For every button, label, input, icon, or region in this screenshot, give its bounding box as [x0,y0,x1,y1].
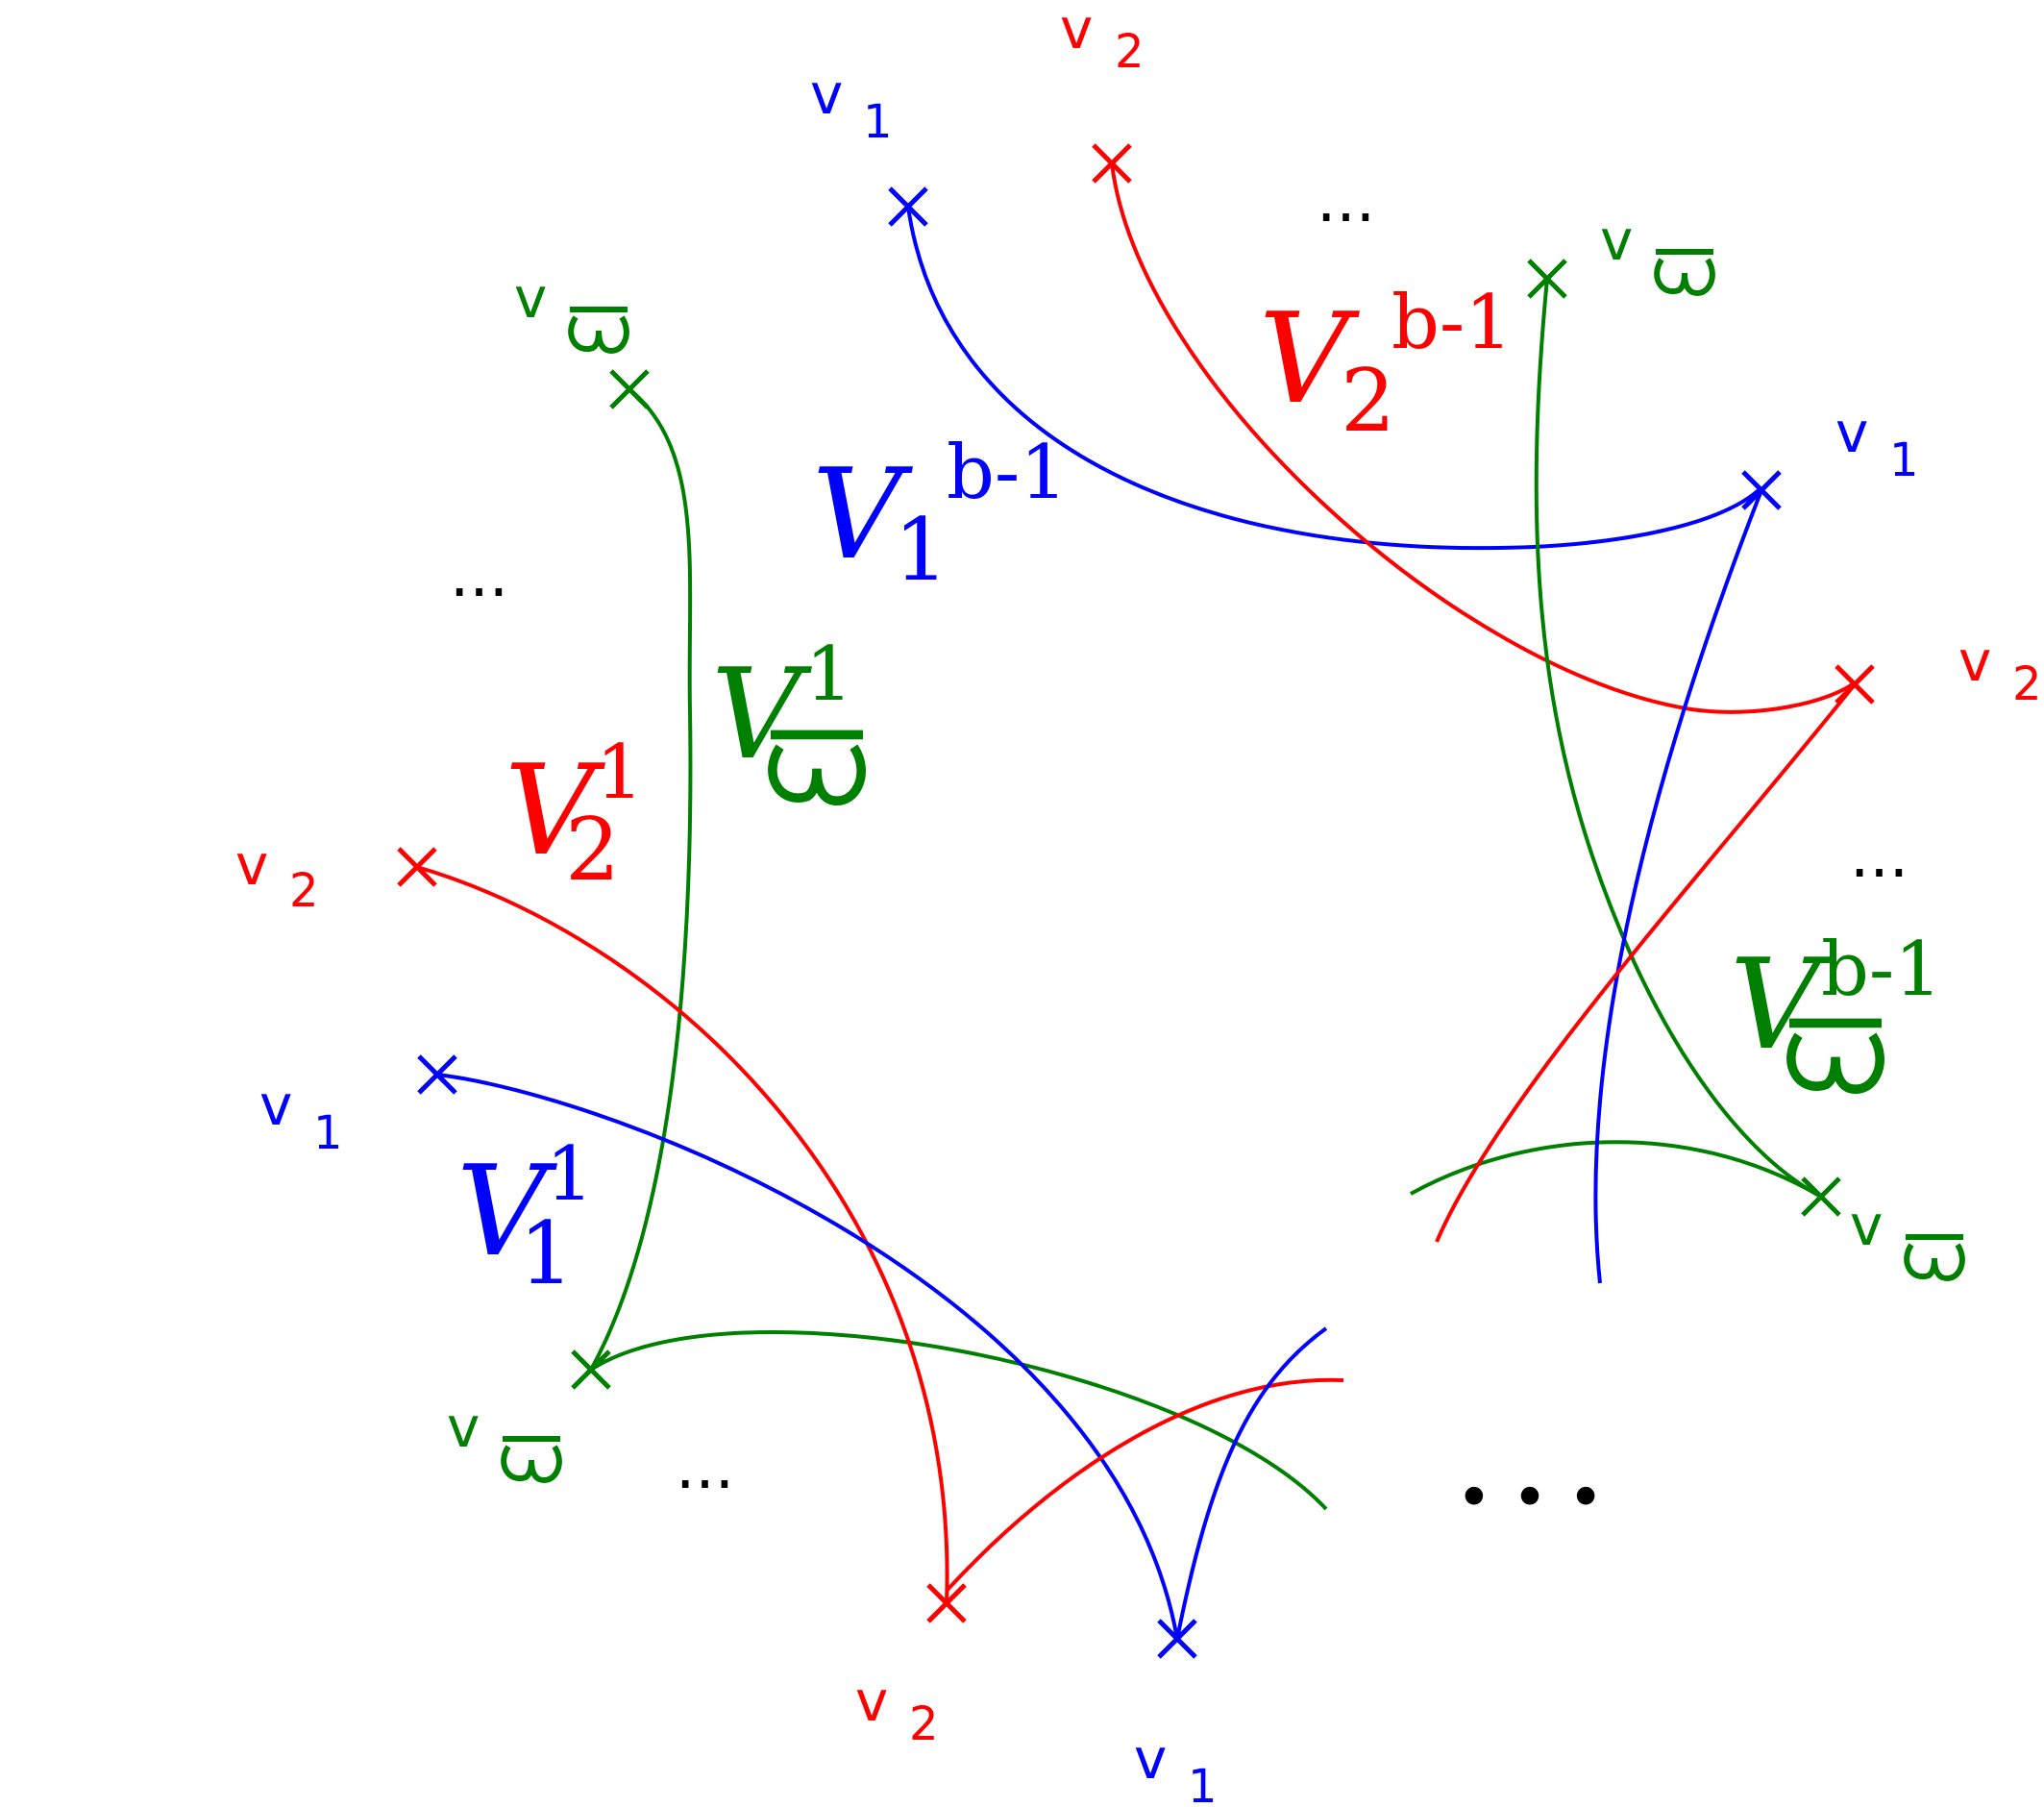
vertex-label-v1: v [810,62,843,127]
vertex-label-v-varpi: v [1600,208,1633,273]
ellipsis-top: ... [1317,165,1375,236]
curve-v1-bottom-arc [1175,1326,1328,1640]
curves-layer [416,162,1857,1640]
vertex-labels: v 2 v 1 v v 1 v 2 v v 1 v 2 v v 1 v 2 v [235,0,2042,1807]
vertex-label-v-varpi: v [514,265,547,331]
varpi-glyph-icon [570,309,628,351]
vertex-subscript: 1 [1188,1760,1218,1807]
curve-v2-b-1 [1110,162,1857,714]
curve-v1-b-1 [906,206,1761,551]
varpi-glyph-icon [503,1439,560,1480]
set-label-subscript: 2 [1341,351,1395,452]
ellipsis-right: ... [1850,821,1909,892]
curve-v2-right-diagonal [1435,682,1857,1243]
varpi-glyph-icon [1656,252,1713,293]
curve-varpi-bottom-arc [589,1330,1328,1511]
set-label-superscript: b-1 [1391,280,1513,366]
set-label-superscript: 1 [805,631,853,718]
curve-v1-right-vertical [1593,489,1763,1284]
vertex-subscript: 2 [289,864,319,918]
set-label-v1-b-1: V [812,441,913,587]
markers-layer [399,145,1873,1657]
vertex-label-v1: v [259,1073,292,1138]
vertex-label-v2: v [1958,629,1991,694]
vertex-subscript: 2 [2012,657,2042,711]
vertex-label-v2: v [855,1669,888,1734]
ellipsis-left: ... [450,540,508,611]
ellipsis-bottom-large: • • • [1456,1463,1604,1534]
set-label-subscript: 1 [894,500,948,601]
set-label-varpi-1: V [711,641,812,787]
cross-marker-icon [1159,1621,1195,1657]
curve-varpi-1 [589,387,693,1371]
vertex-subscript: 2 [909,1697,939,1751]
set-label-subscript: 2 [565,800,620,901]
vertex-subscript: 1 [863,95,893,149]
curve-varpi-right-arc [1410,1140,1823,1199]
cross-marker-icon [890,188,926,225]
ellipsis-layer: ... ... ... ... • • • [450,165,1909,1534]
cross-marker-icon [573,1351,609,1388]
set-label-superscript: b-1 [1821,927,1942,1013]
curve-v1-1 [436,1073,1179,1640]
set-label-superscript: 1 [546,1131,594,1218]
set-labels: V 1 b-1 V 2 b-1 V 1 V 2 1 V 1 1 V b-1 [456,280,1942,1304]
curve-varpi-b-1 [1534,278,1822,1199]
cross-marker-icon [399,849,435,885]
set-label-varpi-b-1: V [1730,931,1831,1077]
vertex-label-v2: v [1060,0,1093,62]
cross-marker-icon [1743,472,1780,508]
curve-v2-1 [416,865,949,1604]
vertex-subscript: 1 [1889,433,1919,487]
ellipsis-bottom-left: ... [676,1432,734,1503]
varpi-glyph-icon [1906,1237,1963,1278]
cross-marker-icon [1803,1178,1839,1215]
cross-marker-icon [1836,666,1873,703]
set-label-subscript: 1 [519,1203,574,1304]
vertex-subscript: 2 [1115,25,1145,79]
set-label-superscript: b-1 [947,430,1068,516]
set-label-v1-1: V [456,1138,557,1284]
curve-v2-bottom-arc [945,1377,1344,1593]
set-label-v2-b-1: V [1259,285,1360,432]
vertex-label-v2: v [235,832,268,898]
vertex-label-v-varpi: v [1850,1193,1883,1258]
vertex-label-v1: v [1134,1726,1167,1792]
vertex-label-v-varpi: v [447,1395,480,1460]
set-label-superscript: 1 [596,730,644,816]
set-label-v2-1: V [505,737,605,883]
cross-marker-icon [611,371,648,408]
vertex-subscript: 1 [313,1106,343,1160]
vertex-label-v1: v [1835,400,1868,465]
